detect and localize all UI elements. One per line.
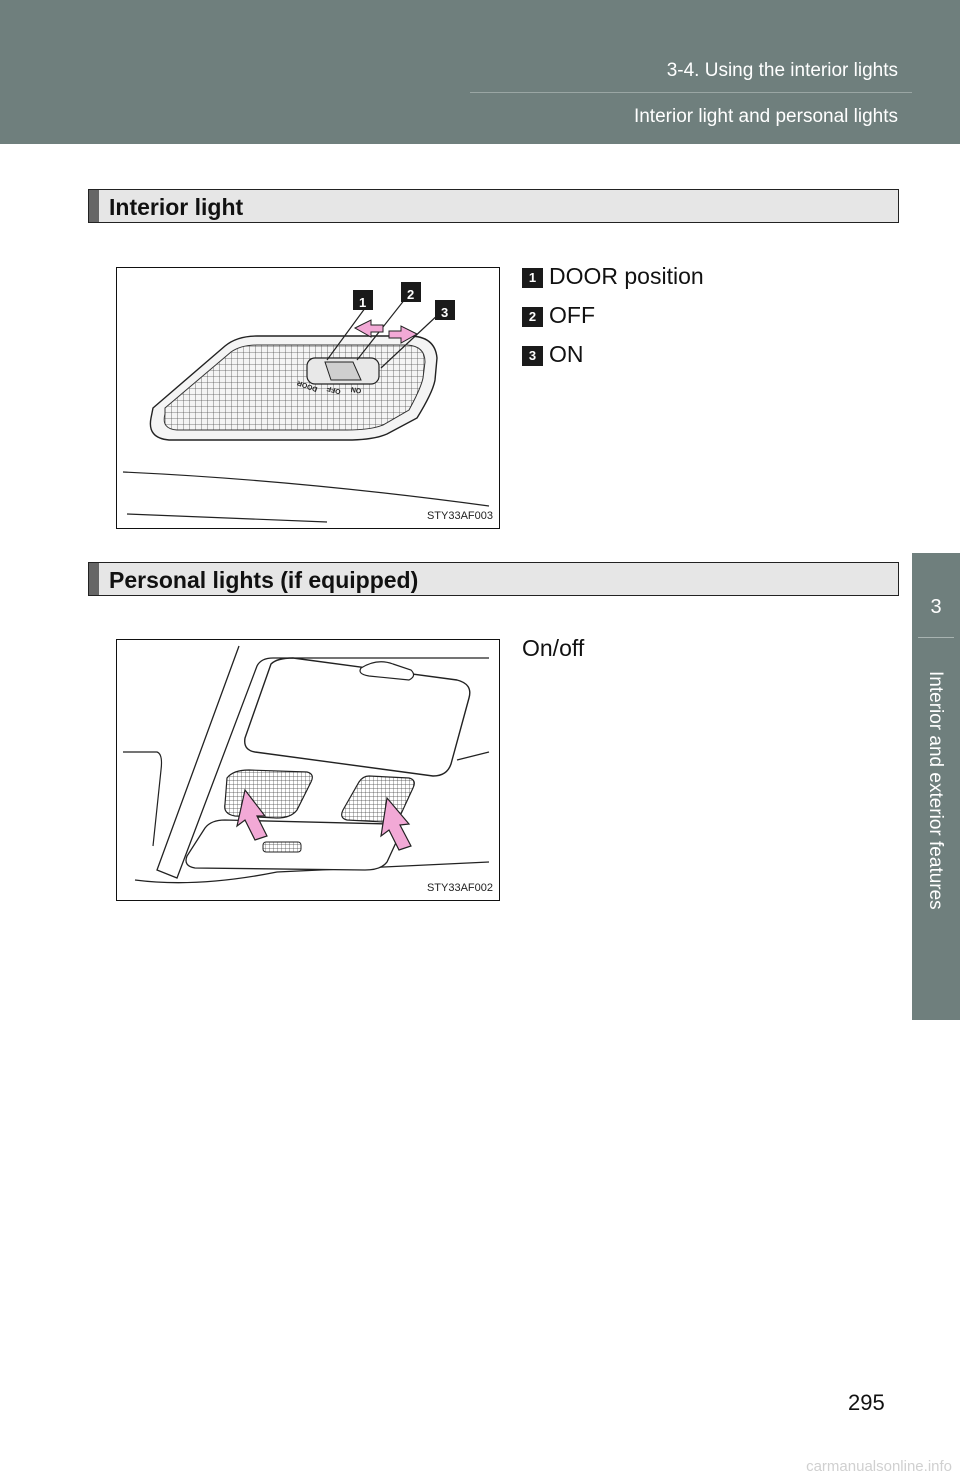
callout-number-1: 1: [359, 295, 367, 310]
trim-left: [123, 751, 163, 847]
chapter-tab-divider: [918, 637, 954, 638]
arrow-left: [353, 319, 384, 338]
legend-badge-3: 3: [522, 346, 543, 366]
leader-line-3: [380, 311, 442, 369]
personal-lights-description: On/off: [522, 635, 585, 661]
arrow-right: [388, 325, 419, 344]
section-title: 3-4. Using the interior lights: [666, 60, 898, 81]
lamp-lens-right: [341, 775, 415, 823]
switch-knob: [324, 361, 362, 381]
lamp-lens-left: [224, 769, 313, 819]
personal-lights-illustration: [123, 645, 490, 884]
chapter-title: Interior and exterior features: [925, 671, 946, 910]
chapter-tab[interactable]: 3 Interior and exterior features: [912, 553, 960, 1020]
console-grille: [262, 841, 302, 853]
legend-badge-2: 2: [522, 307, 543, 327]
callout-badge-1: [353, 290, 373, 310]
legend-badge-1: 1: [522, 268, 543, 288]
heading-accent: [89, 563, 99, 595]
heading-accent: [89, 190, 99, 222]
interior-light-figure: 1 2 3 DOOR OFF ON STY33AF003: [116, 267, 500, 529]
console-lower: [134, 861, 490, 884]
interior-light-title: Interior light: [109, 194, 244, 220]
subsection-title: Interior light and personal lights: [633, 106, 898, 127]
interior-light-illustration: [122, 282, 490, 523]
roof-line-2: [126, 513, 328, 523]
interior-light-heading: Interior light: [88, 189, 899, 223]
lamp-grille: [163, 344, 426, 431]
callout-number-3: 3: [441, 305, 449, 320]
figure-code: STY33AF002: [426, 882, 493, 894]
console-outline: [156, 645, 489, 879]
personal-lights-figure: STY33AF002: [116, 639, 500, 901]
arrow-right-lamp: [380, 796, 412, 851]
callout-badge-3: [435, 300, 455, 320]
figure-code: STY33AF003: [426, 510, 493, 522]
footer-watermark[interactable]: carmanualsonline.info: [806, 1458, 952, 1475]
header-divider: [470, 92, 912, 93]
arrow-left-lamp: [236, 788, 268, 841]
sunvisor-opening: [244, 657, 471, 777]
callout-badge-2: [401, 282, 421, 302]
callout-number-2: 2: [407, 287, 415, 302]
personal-lights-title: Personal lights (if equipped): [109, 567, 419, 593]
roof-line-1: [122, 471, 490, 507]
chapter-number: 3: [930, 596, 942, 618]
trim-right: [456, 751, 490, 761]
page-number: 295: [848, 1390, 885, 1415]
legend-label-off: OFF: [549, 302, 595, 328]
personal-lights-heading: Personal lights (if equipped): [88, 562, 899, 596]
legend-label-door: DOOR position: [549, 263, 704, 289]
legend-label-on: ON: [549, 341, 584, 367]
visor-clip: [359, 661, 415, 681]
page-header: 3-4. Using the interior lights Interior …: [0, 0, 960, 144]
